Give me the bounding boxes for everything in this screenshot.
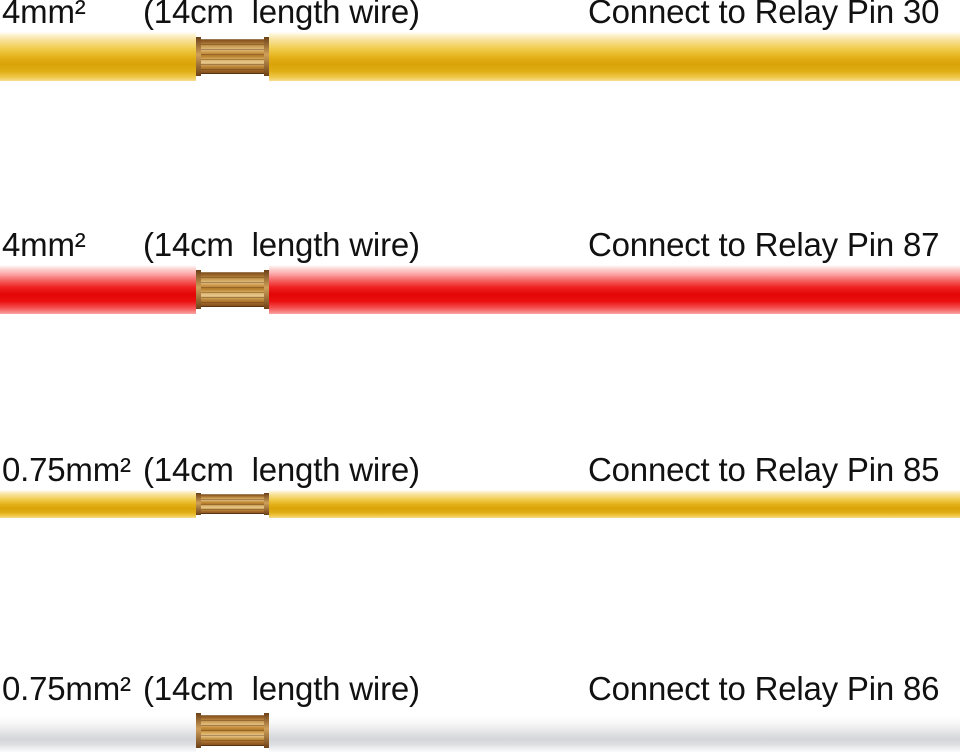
wire-row-relay-pin-87: 4mm² (14cm length wire) Connect to Relay… [0,225,960,314]
wire-insulation-left [0,32,196,81]
wire-graphic-white [0,709,960,752]
wire-connect-label: Connect to Relay Pin 85 [588,451,940,488]
copper-splice-icon [196,490,269,518]
wire-length-label: (14cm length wire) [143,670,420,707]
wire-length-label: (14cm length wire) [143,0,420,30]
splice-cap-right [264,713,269,748]
wire-length-label: (14cm length wire) [143,226,420,263]
wire-graphic-yellow [0,32,960,81]
splice-barrel [196,38,269,75]
wire-connect-label: Connect to Relay Pin 86 [588,670,940,707]
splice-cap-left [196,36,201,77]
copper-splice-icon [196,709,269,752]
wire-label-group: 4mm² (14cm length wire) Connect to Relay… [0,225,960,265]
wire-gauge-label: 0.75mm² [2,670,131,707]
splice-cap-left [196,713,201,748]
wire-insulation-right [269,490,960,518]
wire-label-group: 0.75mm² (14cm length wire) Connect to Re… [0,450,960,490]
wire-connect-label: Connect to Relay Pin 30 [588,0,940,30]
wire-length-label: (14cm length wire) [143,451,420,488]
splice-barrel [196,715,269,746]
wire-label-group: 0.75mm² (14cm length wire) Connect to Re… [0,669,960,709]
copper-splice-icon [196,265,269,314]
splice-cap-right [264,492,269,516]
wire-gauge-label: 4mm² [2,0,86,30]
wire-insulation-right [269,32,960,81]
splice-cap-left [196,269,201,310]
wire-insulation-right [269,265,960,314]
splice-cap-right [264,269,269,310]
wire-graphic-yellow-thin [0,490,960,518]
wire-row-relay-pin-85: 0.75mm² (14cm length wire) Connect to Re… [0,450,960,518]
wire-gauge-label: 0.75mm² [2,451,131,488]
copper-splice-icon [196,32,269,81]
wire-connect-label: Connect to Relay Pin 87 [588,226,940,263]
wire-row-relay-pin-30: 4mm² (14cm length wire) Connect to Relay… [0,0,960,81]
splice-cap-right [264,36,269,77]
wire-label-group: 4mm² (14cm length wire) Connect to Relay… [0,0,960,32]
wire-insulation-left [0,490,196,518]
wire-insulation-left [0,265,196,314]
splice-barrel [196,271,269,308]
wire-insulation-right [269,709,960,752]
wire-insulation-left [0,709,196,752]
splice-cap-left [196,492,201,516]
wire-gauge-label: 4mm² [2,226,86,263]
splice-barrel [196,493,269,515]
wire-graphic-red [0,265,960,314]
wire-row-relay-pin-86: 0.75mm² (14cm length wire) Connect to Re… [0,669,960,752]
